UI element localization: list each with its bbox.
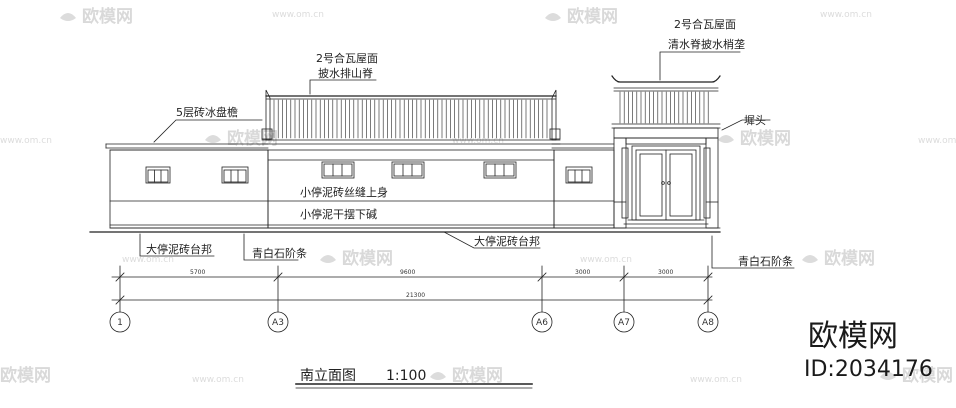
window-hall-1 [321, 161, 355, 179]
watermark-site: www.om.cn [192, 375, 244, 385]
axis-label-1: 1 [117, 318, 123, 328]
drawing-scale: 1:100 [386, 368, 426, 384]
watermark-text: 欧模网 [342, 248, 393, 269]
axis-label-a8: A8 [702, 318, 714, 328]
axis-bubbles [109, 311, 719, 333]
window-hall-2 [391, 161, 425, 179]
label-wall-upper: 小停泥砖丝缝上身 [300, 185, 388, 199]
window-left-1 [145, 166, 171, 184]
dim-total: 21300 [406, 292, 425, 299]
window-hall-3 [483, 161, 517, 179]
left-wing [105, 143, 269, 229]
watermark-site: www.om.cn [580, 255, 632, 265]
watermark-layer: 欧模网 www.om.cn 欧模网 www.om.cn www.om.cn 欧模… [0, 6, 956, 386]
dimension-lines [111, 265, 713, 313]
label-roof-gate-1: 2号合瓦屋面 [674, 17, 736, 31]
watermark-site: www.om.cn [122, 255, 174, 265]
dim-seg3: 3000 [575, 269, 590, 276]
watermark-text: 欧模网 [452, 365, 503, 386]
main-hall [261, 89, 561, 229]
label-roof-main-2: 披水排山脊 [318, 66, 373, 80]
watermark-site: www.om.cn [918, 136, 956, 146]
label-roof-main-1: 2号合瓦屋面 [316, 51, 378, 65]
brand-logo-text: 欧模网 [808, 319, 898, 354]
drawing-title: 南立面图 [300, 368, 356, 384]
watermark-site: www.om.cn [0, 136, 52, 146]
watermark-text: 欧模网 [902, 365, 953, 386]
axis-label-a3: A3 [272, 318, 284, 328]
watermark-text: 欧模网 [824, 248, 875, 269]
watermark-text: 欧模网 [567, 6, 618, 27]
label-roof-gate-2: 清水脊披水梢垄 [668, 37, 745, 51]
watermark-site: www.om.cn [272, 10, 324, 20]
label-wall-lower: 小停泥干摆下碱 [300, 207, 377, 221]
label-head: 墀头 [744, 114, 766, 127]
watermark-text: 欧模网 [0, 365, 51, 386]
right-wing [551, 143, 615, 229]
watermark-site: www.om.cn [820, 10, 872, 20]
gate-roof-tiles [619, 91, 709, 124]
brand-id: ID:2034176 [804, 357, 933, 382]
roof-tiles [273, 99, 548, 139]
dim-seg4: 3000 [658, 269, 673, 276]
annotation-text: 2号合瓦屋面 披水排山脊 2号合瓦屋面 清水脊披水梢垄 5层砖冰盘檐 墀头 小停… [146, 17, 793, 268]
window-right [565, 166, 593, 184]
gate-house [611, 75, 721, 229]
watermark-text: 欧模网 [740, 128, 791, 149]
label-eave: 5层砖冰盘檐 [176, 105, 238, 119]
dim-seg2: 9600 [400, 269, 415, 276]
label-base-left: 大停泥砖台邦 [146, 242, 212, 256]
axis-label-a7: A7 [618, 318, 630, 328]
axis-label-a6: A6 [536, 318, 548, 328]
axis-labels: 1 A3 A6 A7 A8 [117, 318, 714, 328]
label-base-mid: 大停泥砖台邦 [474, 234, 540, 248]
watermark-site: www.om.cn [690, 375, 742, 385]
window-left-2 [221, 166, 249, 184]
label-step-left: 青白石阶条 [252, 246, 307, 260]
dimension-text: 5700 9600 3000 3000 21300 [190, 269, 673, 299]
dim-seg1: 5700 [190, 269, 205, 276]
label-step-right: 青白石阶条 [738, 254, 793, 268]
watermark-text: 欧模网 [82, 6, 133, 27]
leader-lines [139, 51, 795, 269]
watermark-site: www.om.cn [452, 136, 504, 146]
elevation [89, 51, 795, 389]
